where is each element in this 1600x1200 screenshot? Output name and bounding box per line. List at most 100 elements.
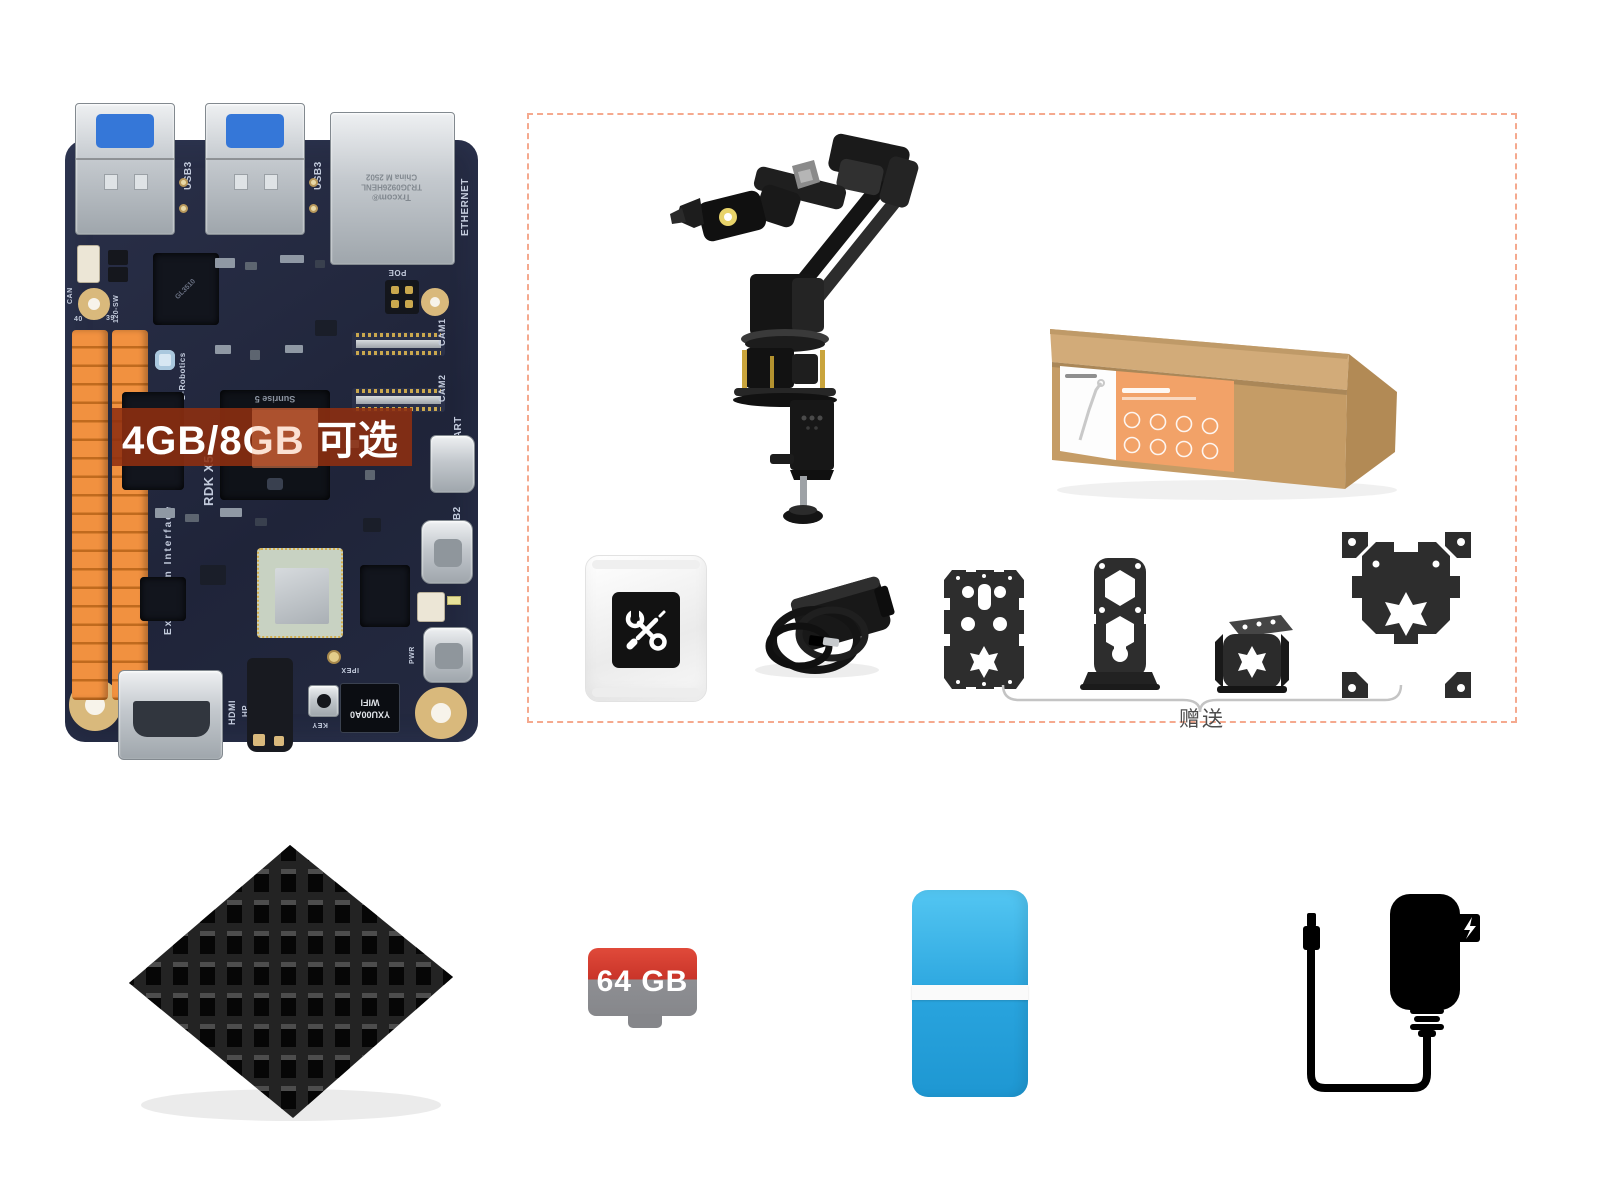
- flash-chip: [360, 565, 410, 627]
- cam2-label: CAM2: [437, 374, 447, 402]
- usb-hub-marking: GL3510: [174, 277, 198, 301]
- power-ic-chip: [140, 577, 186, 621]
- ipex-antenna-connector: [327, 650, 341, 664]
- passive-component: [365, 470, 375, 480]
- passive-component: [255, 518, 267, 526]
- uart-micro-usb-port: [430, 435, 475, 493]
- gift-label: 赠送: [1179, 708, 1225, 731]
- cam1-label: CAM1: [437, 318, 447, 346]
- wifi-chip-module: YXU00A0 WIFI: [340, 683, 400, 733]
- jumper-block: [108, 267, 128, 282]
- cam-connector-bar: [356, 396, 441, 404]
- sd-card-tab: [628, 1014, 662, 1028]
- tools-bag: [585, 555, 707, 702]
- bracket-plate-4: [1342, 532, 1471, 698]
- key-label: KEY: [312, 721, 328, 728]
- wifi-shield-can: [275, 568, 329, 624]
- solder-pad: [309, 204, 318, 213]
- eth-origin: China M 2502: [365, 172, 418, 181]
- card-reader: [912, 890, 1028, 1097]
- passive-component: [280, 255, 304, 263]
- usb-c-tip: [1307, 913, 1316, 927]
- usb-pin: [134, 174, 148, 190]
- sd-capacity: 64 GB: [596, 965, 689, 998]
- microsd-card: 64 GB: [588, 948, 697, 1028]
- adapter-cable: [1307, 948, 1431, 1092]
- bundle-dashed-box: 赠送: [527, 113, 1517, 731]
- wifi-marking-line1: YXU00A0: [349, 709, 391, 720]
- usb-c-cavity: [435, 643, 463, 669]
- usb3-port-left: [75, 103, 175, 235]
- eth-model: TRJG0926HENL: [361, 182, 422, 191]
- mounting-hole: [78, 288, 110, 320]
- usb-c-connector: [1303, 926, 1320, 950]
- usb-pin: [264, 174, 278, 190]
- passive-component: [245, 262, 257, 270]
- can-connector: [77, 245, 100, 283]
- passive-component: [215, 345, 231, 354]
- passive-component: [315, 260, 325, 268]
- box-arm-sketch: [1078, 382, 1103, 441]
- box-feature-icons: [1123, 411, 1219, 460]
- tools-icon: [625, 608, 667, 651]
- heatsink: [129, 845, 453, 1121]
- carton-box: [1050, 329, 1397, 500]
- wifi-marking-line2: WIFI: [360, 698, 380, 708]
- passive-component: [155, 508, 175, 518]
- poe-header: [385, 280, 419, 314]
- gpio-header-column: [112, 330, 148, 700]
- poe-pin: [391, 286, 399, 294]
- passive-component: [185, 514, 199, 522]
- cam-connector-bar: [356, 340, 441, 348]
- cam-pins: [356, 389, 441, 393]
- adapter-neck: [1410, 1008, 1444, 1037]
- banner-highlight: [252, 408, 318, 466]
- poe-pin: [405, 286, 413, 294]
- memory-option-banner: 4GB/8GB 可选: [112, 408, 412, 466]
- solder-pad: [309, 178, 318, 187]
- passive-component: [285, 345, 303, 353]
- headphone-jack: [247, 658, 293, 752]
- solder-pad: [179, 204, 188, 213]
- cam1-connector: [352, 332, 445, 356]
- usb3-port-right: [205, 103, 305, 235]
- d-robotics-logo: [155, 350, 175, 370]
- usb-shell-seam: [206, 158, 304, 160]
- ethernet-label: ETHERNET: [460, 178, 471, 236]
- usb2-type-c-port: [421, 520, 473, 584]
- jumper-block: [108, 250, 128, 265]
- usb-hub-chip: GL3510: [153, 253, 219, 325]
- solder-pad: [179, 178, 188, 187]
- soc-logo-mark: [267, 478, 283, 490]
- clamp-screw: [800, 476, 807, 510]
- soc-marking: Sunrise 5: [254, 394, 296, 404]
- clamp-body: [790, 400, 834, 470]
- bag-crimp: [592, 560, 700, 569]
- eth-brand: Trxcom®: [372, 192, 411, 203]
- rdk-x5-board: USB3 USB3 Trxcom® TRJG0926HENL China M 2…: [65, 103, 478, 760]
- mounting-hole: [415, 687, 467, 739]
- small-ic: [200, 565, 226, 585]
- power-adapter-icon: [1303, 894, 1480, 1092]
- led: [447, 596, 461, 605]
- bracket-plate-1: [944, 566, 1025, 693]
- cam-pins: [356, 351, 441, 355]
- hdmi-port: [118, 670, 223, 760]
- bracket-plate-2: [1080, 558, 1160, 690]
- jst-connector: [417, 592, 445, 622]
- small-ic: [363, 518, 381, 532]
- ipex-label: IPEX: [341, 666, 359, 673]
- adapter-body: [1390, 894, 1460, 1010]
- passive-component: [220, 508, 242, 517]
- usb3-tongue: [95, 114, 155, 148]
- key-button: [308, 685, 339, 717]
- robot-arm: [670, 133, 919, 524]
- hdmi-label: HDMI: [227, 700, 237, 725]
- power-adapter-photo: [755, 576, 895, 678]
- poe-pin: [405, 300, 413, 308]
- hdmi-cavity: [133, 701, 210, 737]
- small-ic: [315, 320, 337, 336]
- usb-pin: [234, 174, 248, 190]
- memory-option-text: 4GB/8GB 可选: [122, 419, 399, 463]
- jack-contact: [274, 736, 284, 746]
